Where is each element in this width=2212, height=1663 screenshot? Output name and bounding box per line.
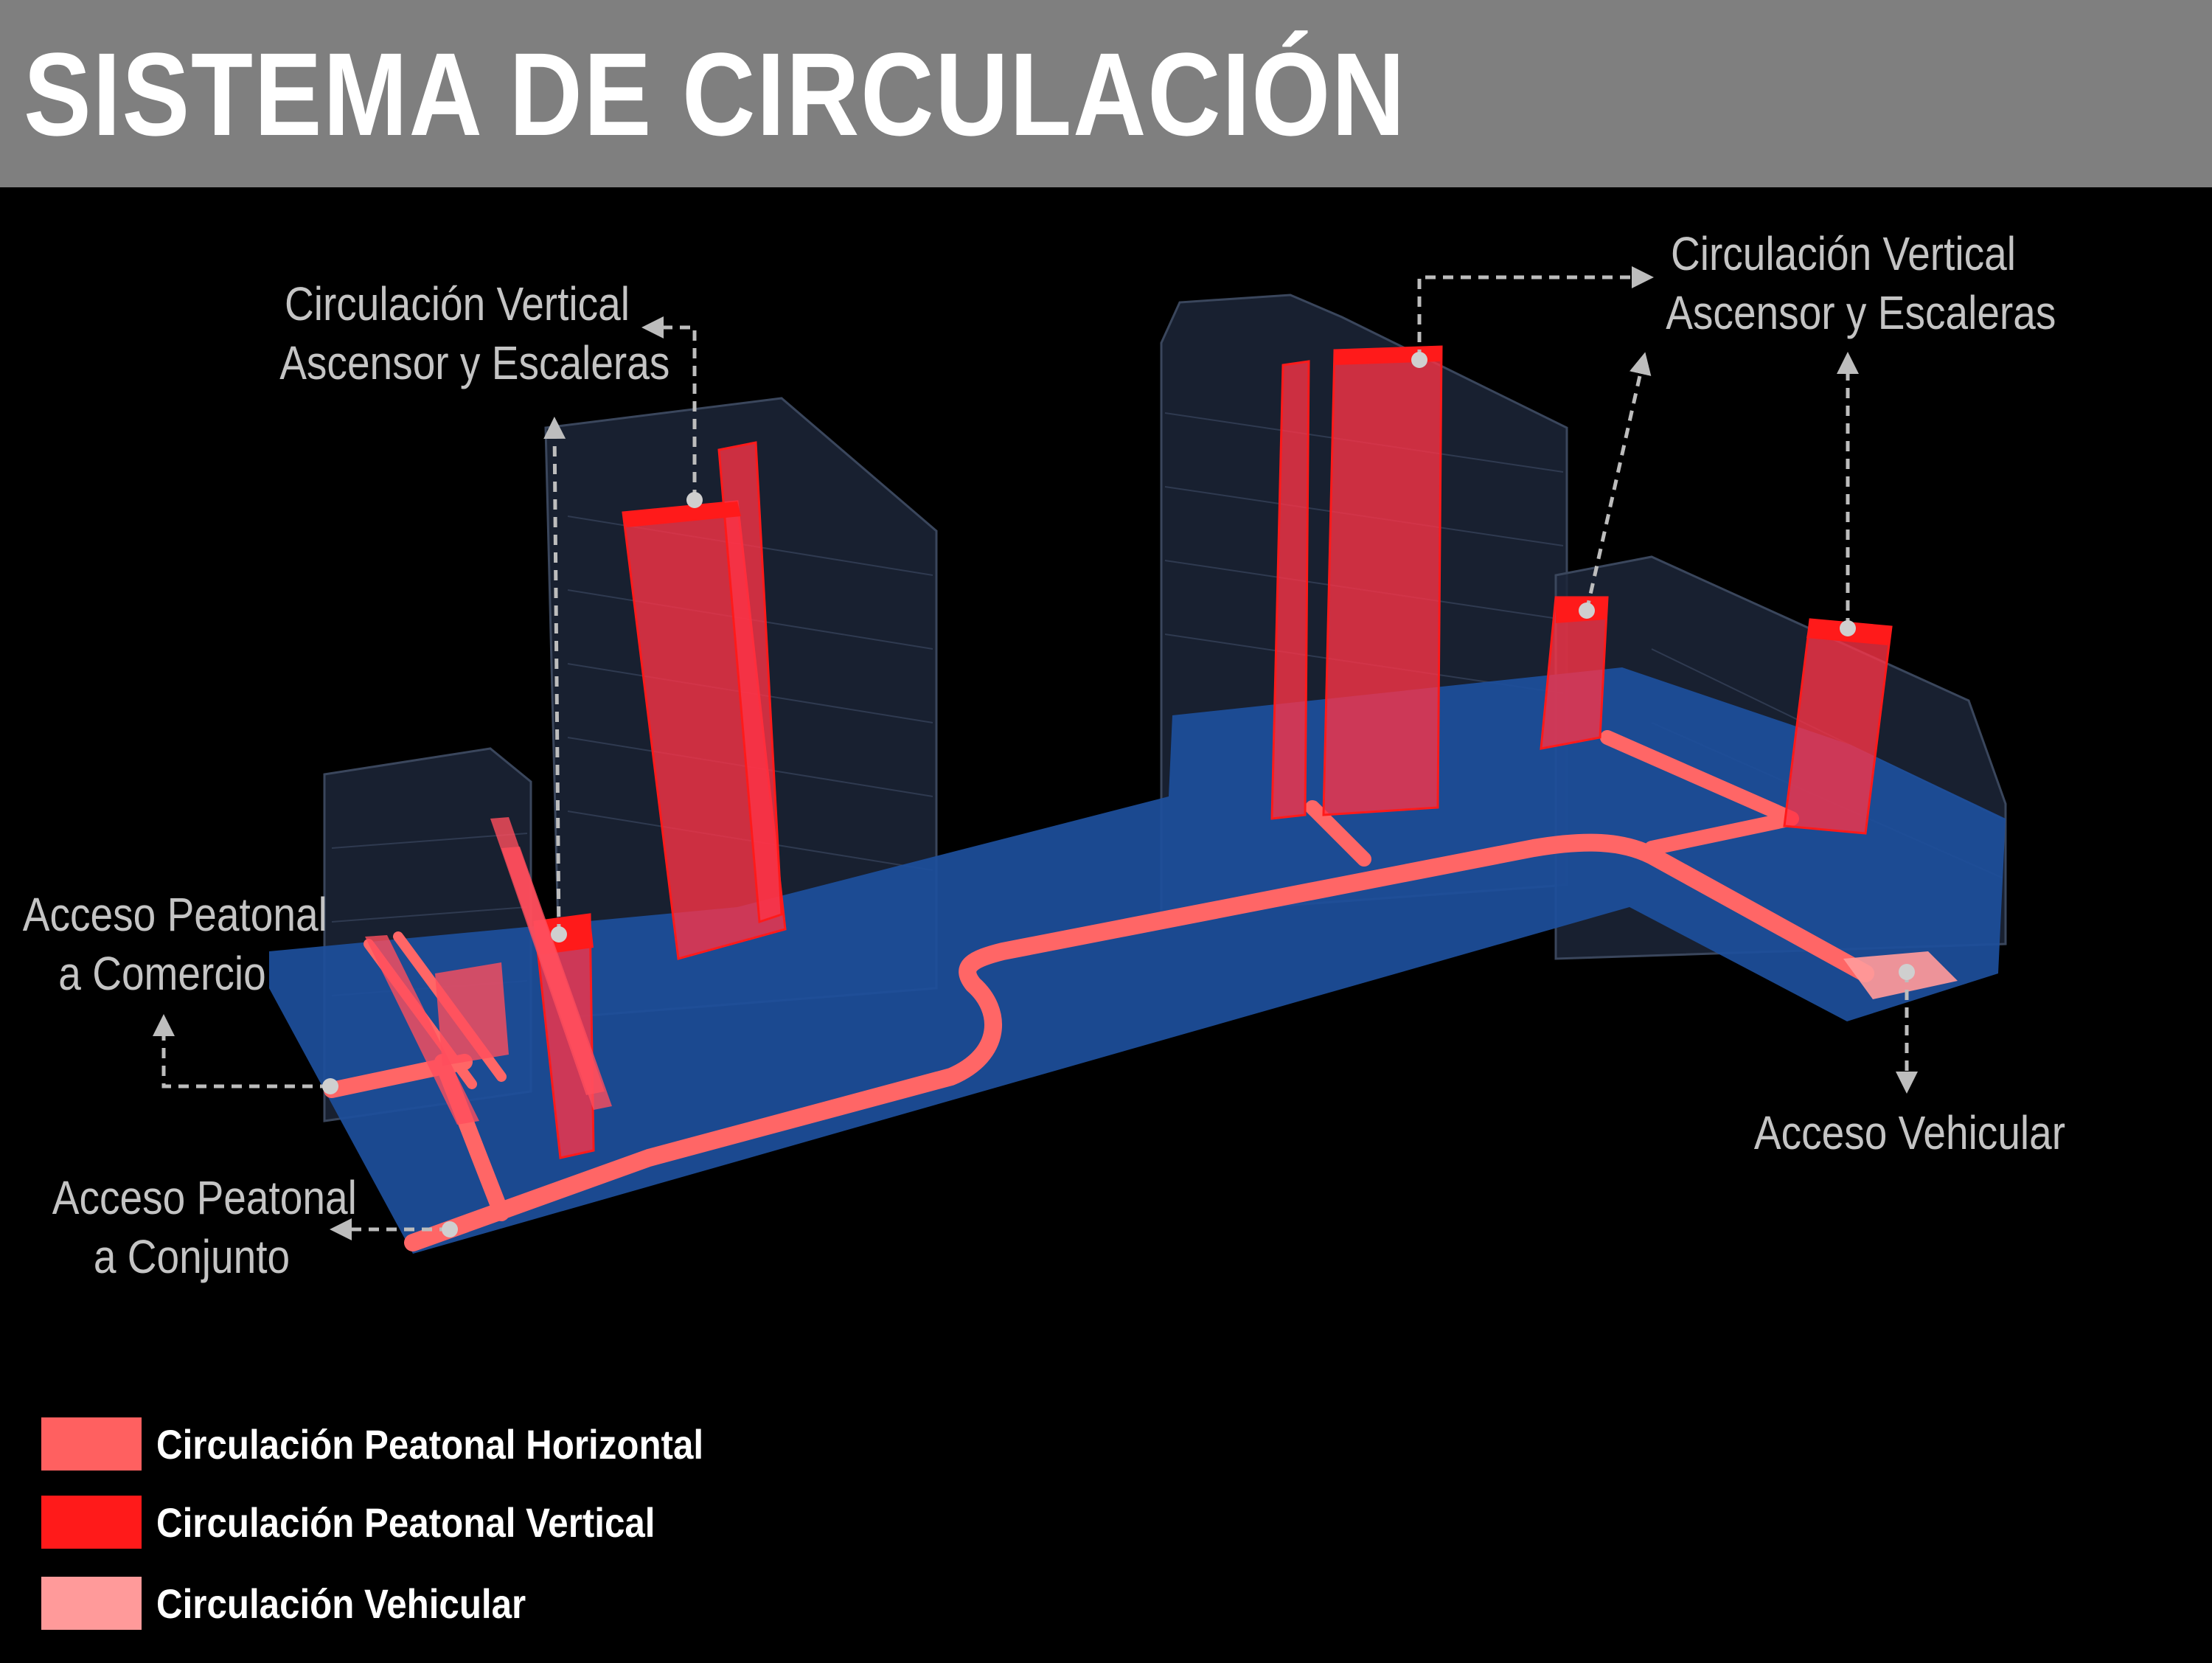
callout-line: Ascensor y Escaleras [1666, 283, 2021, 342]
legend-label: Circulación Vehicular [156, 1578, 526, 1630]
legend-item-horizontal: Circulación Peatonal Horizontal [41, 1414, 779, 1473]
commerce-block [435, 962, 509, 1066]
legend-swatch [41, 1417, 142, 1471]
callout-access-commerce: Acceso Peatonal a Comercio [23, 885, 302, 1003]
title-bar: SISTEMA DE CIRCULACIÓN [0, 0, 2212, 187]
callout-line: a Comercio [23, 944, 302, 1003]
legend-label: Circulación Peatonal Horizontal [156, 1419, 703, 1471]
callout-line: Ascensor y Escaleras [279, 333, 635, 392]
callout-line: a Conjunto [52, 1227, 331, 1286]
core-center-main [1324, 347, 1441, 815]
legend-label: Circulación Peatonal Vertical [156, 1497, 655, 1549]
page-title: SISTEMA DE CIRCULACIÓN [24, 28, 1406, 161]
legend-swatch [41, 1496, 142, 1549]
plaza-ground [269, 667, 2006, 1254]
callout-access-vehicle: Acceso Vehicular [1745, 1103, 2074, 1162]
callout-line: Acceso Peatonal [23, 885, 302, 944]
leader-vertical-right-a [1419, 277, 1643, 360]
callout-line: Circulación Vertical [1666, 224, 2021, 283]
callout-access-complex: Acceso Peatonal a Conjunto [52, 1168, 331, 1286]
callout-vertical-left: Circulación Vertical Ascensor y Escalera… [279, 274, 635, 392]
callout-line: Acceso Vehicular [1745, 1103, 2074, 1162]
legend-item-vertical: Circulación Peatonal Vertical [41, 1493, 779, 1552]
legend-item-vehicular: Circulación Vehicular [41, 1574, 779, 1633]
callout-line: Circulación Vertical [279, 274, 635, 333]
callout-line: Acceso Peatonal [52, 1168, 331, 1227]
callout-vertical-right: Circulación Vertical Ascensor y Escalera… [1666, 224, 2021, 342]
legend-swatch [41, 1577, 142, 1630]
